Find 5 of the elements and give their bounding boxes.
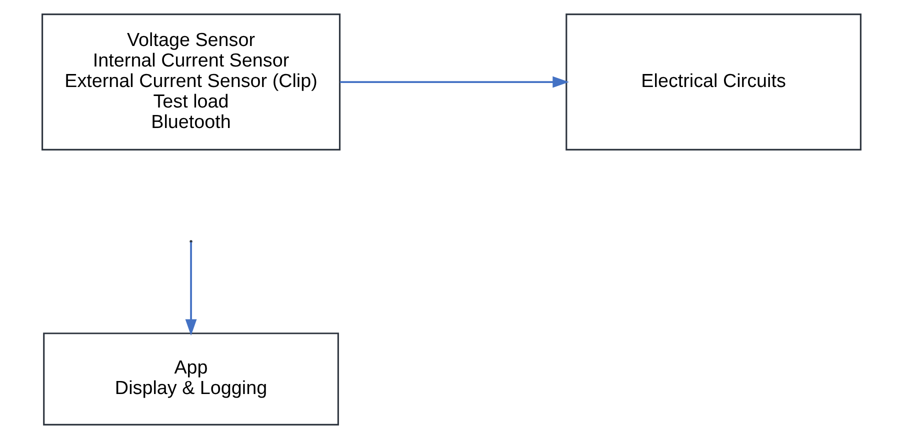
- arrow: [184, 242, 196, 336]
- node-box: Electrical Circuits: [565, 14, 861, 150]
- node-box: App Display & Logging: [42, 332, 338, 426]
- node-box: Voltage Sensor Internal Current Sensor External Current Sensor (Clip) Test load Bluetooth: [41, 14, 340, 150]
- arrow: [340, 76, 569, 88]
